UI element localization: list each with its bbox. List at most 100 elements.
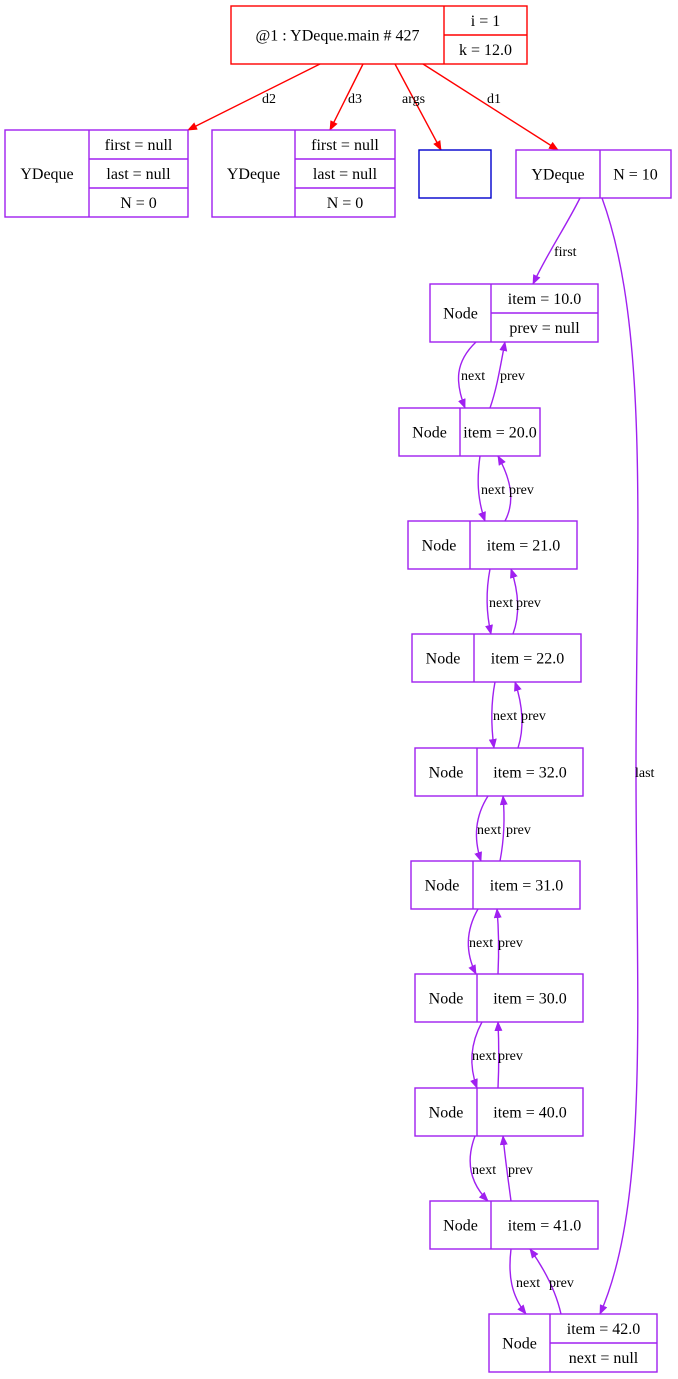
edge-label: next — [481, 483, 505, 498]
record-n10: Node item = 42.0 next = null — [488, 1313, 658, 1373]
edge-n9-next: next — [509, 1248, 540, 1315]
edge-line — [469, 1135, 489, 1202]
record-box — [398, 407, 541, 457]
record-title: Node — [502, 1336, 537, 1353]
edge-n3-next: next — [485, 568, 513, 635]
edge-n9-prev: prev — [499, 1135, 533, 1202]
record-field: next = null — [569, 1350, 639, 1367]
record-n2: Node item = 20.0 — [398, 407, 541, 457]
record-field: item = 41.0 — [508, 1218, 581, 1235]
edge-first: first — [532, 197, 581, 285]
edge-n5-prev: prev — [514, 681, 546, 749]
edge-n2-prev: prev — [489, 341, 525, 409]
edge-line — [394, 63, 442, 151]
edge-line — [422, 63, 559, 151]
record-field: N = 10 — [613, 167, 658, 184]
record-title: Node — [412, 425, 447, 442]
edge-label: next — [472, 1163, 496, 1178]
record-title: Node — [429, 765, 464, 782]
record-field: N = 0 — [327, 195, 364, 212]
edge-line — [457, 341, 477, 409]
edge-line — [485, 568, 493, 635]
edge-label: first — [554, 245, 577, 260]
record-title: @1 : YDeque.main # 427 — [256, 28, 420, 45]
edge-line — [510, 568, 519, 635]
record-field: item = 22.0 — [491, 651, 564, 668]
edge-n7-prev: prev — [493, 908, 523, 975]
record-field: item = 40.0 — [493, 1105, 566, 1122]
edge-line — [599, 197, 639, 1315]
record-field: item = 42.0 — [567, 1321, 640, 1338]
edge-d1: d1 — [422, 63, 559, 151]
record-box — [411, 633, 582, 683]
edge-label: next — [461, 369, 485, 384]
edge-label: next — [489, 596, 513, 611]
edge-n3-prev: prev — [497, 455, 534, 522]
record-box — [414, 1087, 584, 1137]
record-box — [429, 1200, 599, 1250]
edge-line — [477, 455, 486, 522]
edge-label: prev — [516, 596, 541, 611]
record-box — [515, 149, 672, 199]
record-n9: Node item = 41.0 — [429, 1200, 599, 1250]
edge-line — [470, 1021, 483, 1089]
edge-label: prev — [521, 709, 546, 724]
record-title: YDeque — [227, 166, 280, 183]
edge-n8-prev: prev — [494, 1021, 523, 1089]
record-title: Node — [443, 1218, 478, 1235]
record-field: last = null — [106, 166, 171, 183]
record-title: Node — [426, 651, 461, 668]
edge-line — [499, 1135, 512, 1202]
record-n4: Node item = 22.0 — [411, 633, 582, 683]
record-frame: @1 : YDeque.main # 427 i = 1 k = 12.0 — [230, 5, 528, 65]
record-box — [414, 747, 584, 797]
edge-n1-next: next — [457, 341, 485, 409]
edge-args: args — [394, 63, 442, 151]
edge-n6-prev: prev — [499, 795, 531, 862]
record-title: Node — [425, 878, 460, 895]
edge-n4-next: next — [488, 681, 517, 749]
edge-label: d1 — [487, 92, 501, 107]
edge-label: prev — [509, 483, 534, 498]
record-box — [414, 973, 584, 1023]
edge-line — [488, 681, 497, 749]
nodes-layer: @1 : YDeque.main # 427 i = 1 k = 12.0YDequ… — [4, 5, 672, 1373]
edge-n2-next: next — [477, 455, 505, 522]
record-title: Node — [422, 538, 457, 555]
edge-line — [497, 455, 512, 522]
edge-label: d2 — [262, 92, 276, 107]
record-field: first = null — [105, 137, 173, 154]
edge-line — [532, 197, 581, 285]
record-field: item = 10.0 — [508, 291, 581, 308]
record-title: YDeque — [20, 166, 73, 183]
edge-label: next — [516, 1276, 540, 1291]
edge-line — [529, 1248, 562, 1315]
edge-label: next — [469, 936, 493, 951]
edge-label: prev — [498, 1049, 523, 1064]
record-argsarr — [418, 149, 492, 199]
record-field: first = null — [311, 137, 379, 154]
edge-n10-prev: prev — [529, 1248, 574, 1315]
edge-line — [509, 1248, 527, 1315]
edge-label: last — [635, 766, 655, 781]
edge-n7-next: next — [470, 1021, 496, 1089]
edge-line — [329, 63, 364, 131]
edge-n5-next: next — [474, 795, 501, 862]
edge-last: last — [599, 197, 655, 1315]
record-field: k = 12.0 — [459, 42, 512, 59]
edge-line — [489, 341, 508, 409]
record-n1: Node item = 10.0 prev = null — [429, 283, 599, 343]
edge-label: d3 — [348, 92, 362, 107]
record-field: item = 32.0 — [493, 765, 566, 782]
record-field: prev = null — [509, 320, 580, 337]
edge-line — [514, 681, 523, 749]
record-field: i = 1 — [471, 13, 500, 30]
record-field: item = 21.0 — [487, 538, 560, 555]
record-title: Node — [443, 306, 478, 323]
edge-label: next — [493, 709, 517, 724]
record-field: item = 20.0 — [463, 425, 536, 442]
